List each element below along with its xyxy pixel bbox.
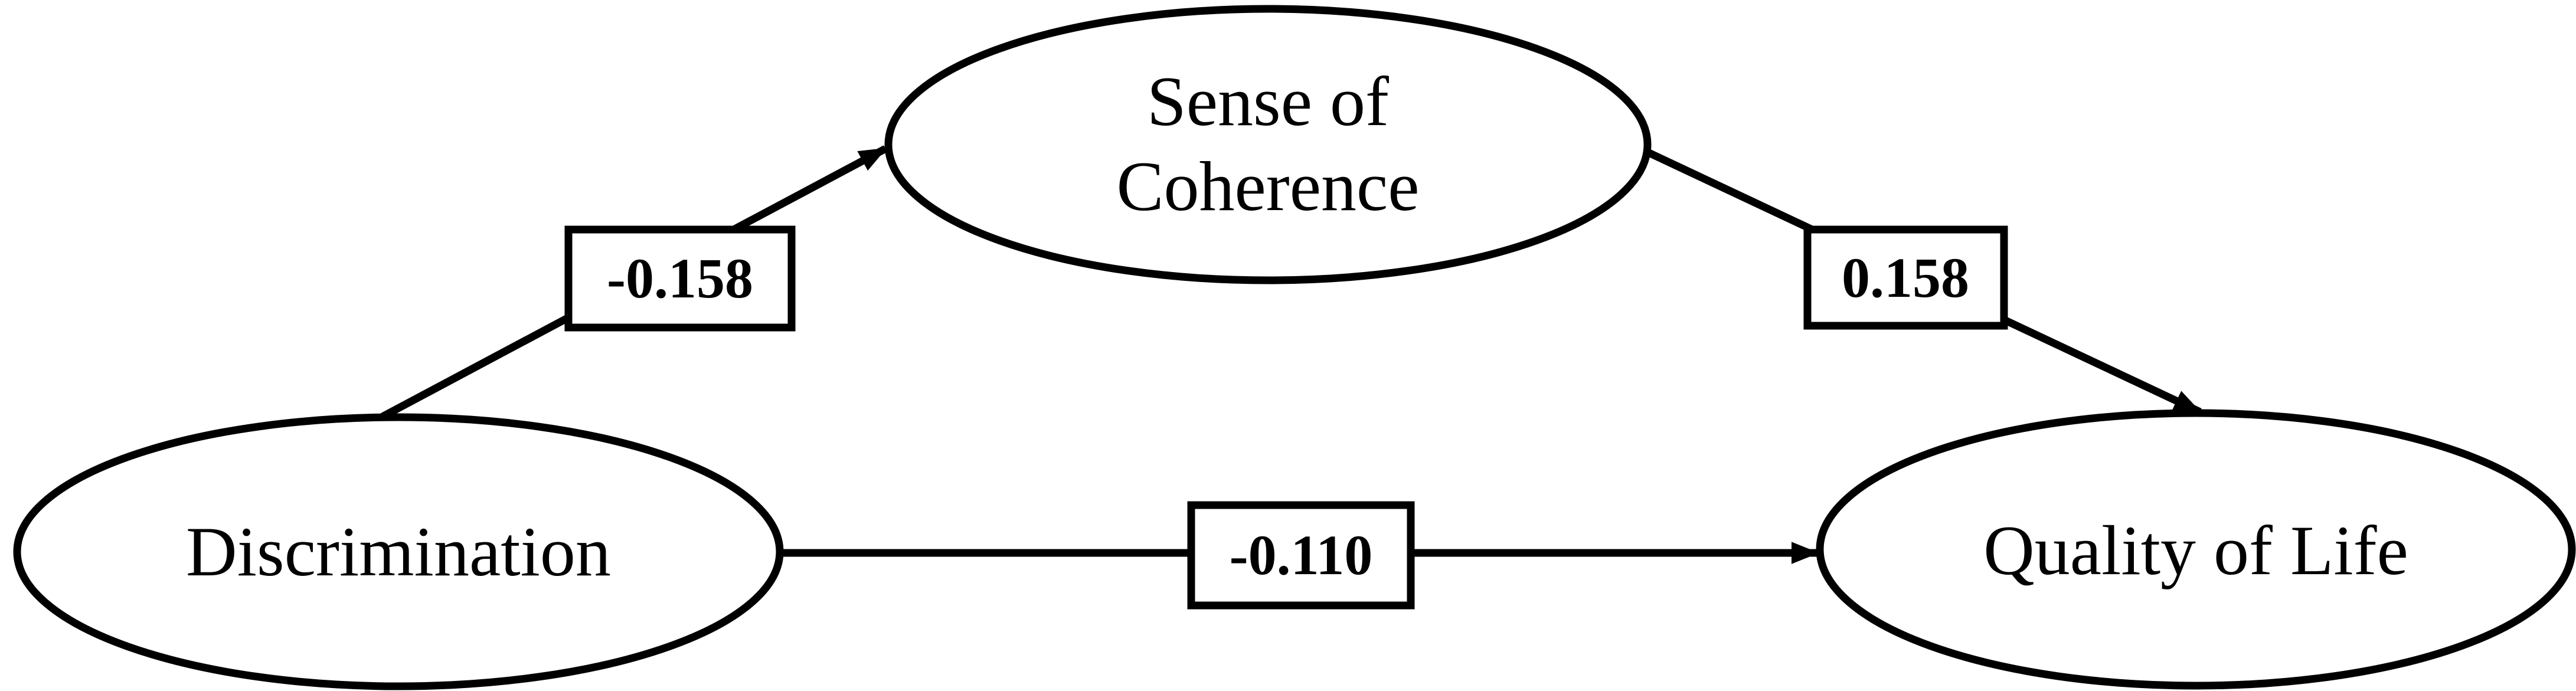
coefficient-box-a-path bbox=[564, 225, 796, 332]
mediator-ellipse bbox=[884, 5, 1652, 284]
mediator-label-line2: Coherence bbox=[1116, 147, 1419, 225]
coefficient-box-b-path bbox=[1803, 225, 2008, 330]
predictor-label: Discrimination bbox=[186, 512, 611, 591]
coefficient-a-path: -0.158 bbox=[607, 247, 753, 310]
coefficient-b-path: 0.158 bbox=[1842, 246, 1969, 309]
coefficient-c-path: -0.110 bbox=[1230, 523, 1373, 587]
outcome-ellipse bbox=[1816, 409, 2576, 690]
outcome-label: Quality of Life bbox=[1983, 511, 2408, 590]
coefficient-box-c-path bbox=[1187, 501, 1415, 610]
predictor-ellipse bbox=[13, 413, 784, 690]
mediator-label-line1: Sense of bbox=[1147, 62, 1389, 140]
